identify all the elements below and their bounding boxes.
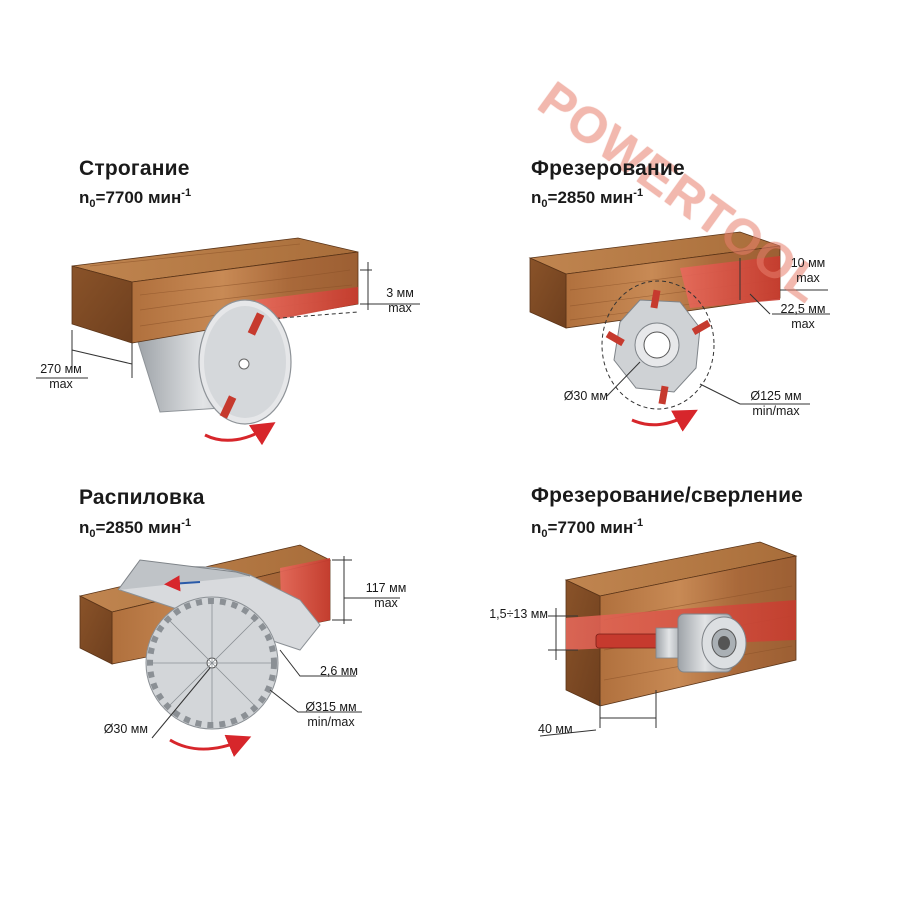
sawing-rpm: n0=2850 мин-1 (79, 517, 192, 540)
planing-illustration (36, 237, 420, 446)
drilling-bit-dimension: 1,5÷13 мм (489, 607, 548, 621)
sawing-illustration (78, 544, 400, 757)
sawing-kerf-dimension: 2,6 мм (319, 664, 358, 678)
planing-title: Строгание (79, 157, 190, 180)
milling-illustration (528, 231, 830, 432)
drilling-depth-dimension: 40 мм (538, 722, 573, 736)
milling-bore-dimension: Ø30 мм (563, 389, 608, 403)
sawing-title: Распиловка (79, 486, 205, 509)
drilling-illustration (539, 541, 798, 737)
sawing-bore-dimension: Ø30 мм (103, 722, 148, 736)
planing-rpm: n0=7700 мин-1 (79, 187, 192, 210)
milling-rpm: n0=2850 мин-1 (531, 187, 644, 210)
milling-title: Фрезерование (531, 157, 685, 180)
drilling-title: Фрезерование/сверление (531, 484, 804, 507)
drilling-rpm: n0=7700 мин-1 (531, 517, 644, 540)
